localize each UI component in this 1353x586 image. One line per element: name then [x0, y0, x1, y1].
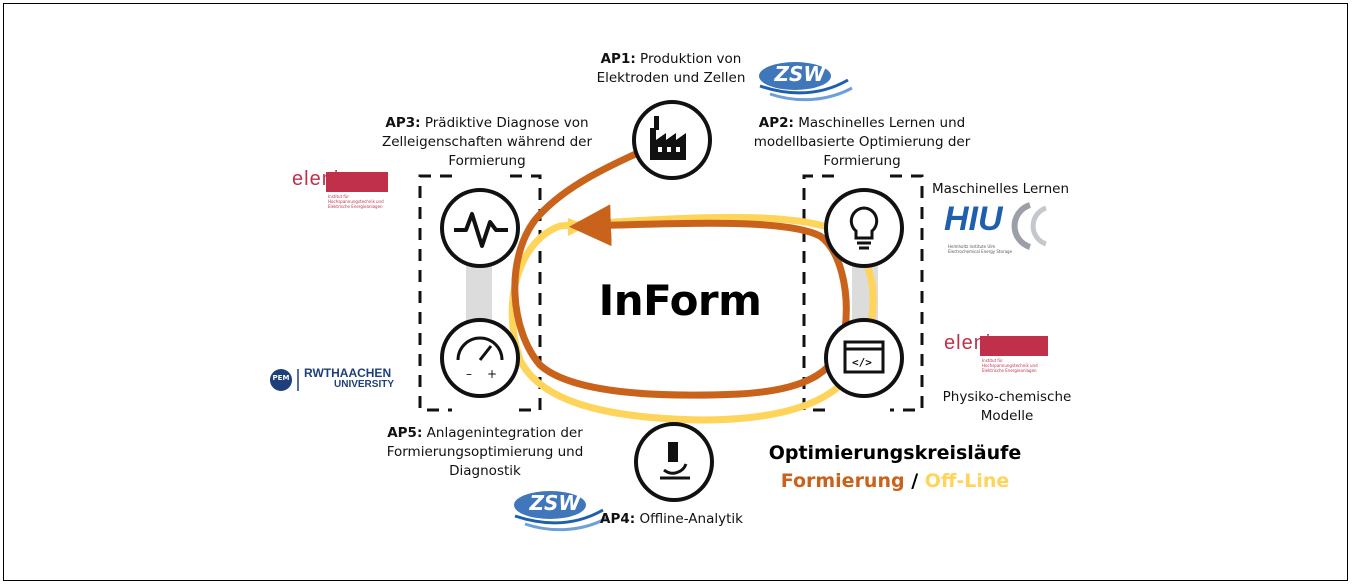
legend-offline: Off-Line [924, 470, 1010, 492]
elenia-left-sub: Institut für Hochspannungstechnik und El… [328, 194, 384, 209]
phys-label-line1: Physiko-chemische [942, 389, 1072, 405]
svg-text:</>: </> [852, 356, 872, 369]
ap2-text3: Formierung [823, 153, 901, 169]
rwth-logo-text: RWTHAACHEN UNIVERSITY [304, 367, 404, 390]
ap5-code: AP5: [387, 425, 423, 441]
ap3-text3: Formierung [448, 153, 526, 169]
gauge-icon: – + [440, 318, 520, 398]
right-dashed-bracket [802, 174, 924, 412]
ap4-text: Offline-Analytik [639, 511, 743, 527]
ap2-code: AP2: [758, 115, 794, 131]
ap2-label: AP2: Maschinelles Lernen und modellbasie… [742, 114, 982, 171]
phys-label: Physiko-chemische Modelle [932, 388, 1082, 426]
ap1-code: AP1: [600, 51, 636, 67]
elenia-logo-left [292, 170, 388, 194]
hiu-arcs [1011, 202, 1047, 250]
heartbeat-icon [440, 188, 520, 268]
ap5-label: AP5: Anlagenintegration der Formierungso… [360, 424, 610, 481]
elenia-logo-right [944, 334, 1048, 358]
ap2-text: Maschinelles Lernen und [798, 115, 966, 131]
ap3-text: Prädiktive Diagnose von [424, 115, 589, 131]
rwth-line2: UNIVERSITY [334, 379, 395, 390]
elenia-right-sub: Institut für Hochspannungstechnik und El… [982, 358, 1038, 373]
rwth-line1: RWTHAACHEN [304, 366, 392, 380]
phys-label-line2: Modelle [980, 408, 1034, 424]
zsw-logo-bottom [514, 491, 608, 532]
left-dashed-bracket [418, 174, 542, 412]
formierung-loop [511, 148, 850, 399]
factory-icon [632, 100, 712, 180]
zsw-logo-bottom-text: ZSW [529, 491, 581, 515]
ap1-label: AP1: Produktion von Elektroden und Zelle… [586, 50, 756, 88]
legend-title: Optimierungskreisläufe [768, 442, 1022, 464]
elenia-left-text: elenia [292, 168, 352, 190]
svg-text:–: – [466, 367, 472, 381]
ap4-code: AP4: [600, 511, 636, 527]
center-title: InForm [598, 276, 762, 325]
ap1-text: Produktion von [640, 51, 742, 67]
zsw-logo-top [759, 62, 853, 102]
hiu-logo-text: HIU [944, 200, 1003, 238]
legend-subtitle: Formierung / Off-Line [735, 468, 1055, 494]
elenia-right-text: elenia [944, 332, 1004, 354]
ap3-code: AP3: [385, 115, 421, 131]
ap3-label: AP3: Prädiktive Diagnose von Zelleigensc… [362, 114, 612, 171]
code-window-icon: </> [824, 318, 904, 398]
ap4-label: AP4: Offline-Analytik [600, 510, 770, 529]
legend-separator: / [911, 470, 919, 492]
legend-formierung: Formierung [780, 470, 905, 492]
ap5-text2: Formierungsoptimierung und [386, 444, 584, 460]
ap2-text2: modellbasierte Optimierung der [753, 134, 971, 150]
zsw-logo-top-text: ZSW [774, 62, 826, 86]
microscope-icon [634, 422, 714, 502]
diagram-frame [3, 3, 1348, 581]
ap5-text3: Diagnostik [449, 463, 521, 479]
lightbulb-icon [824, 188, 904, 268]
ap3-text2: Zelleigenschaften während der [381, 134, 593, 150]
ap1-text2: Elektroden und Zellen [596, 70, 746, 86]
ap5-text: Anlagenintegration der [426, 425, 583, 441]
hiu-logo-sub: Helmholtz Institute Ulm Electrochemical … [948, 244, 1013, 254]
pem-logo-text: PEM [272, 374, 290, 382]
pem-logo [270, 369, 292, 391]
svg-text:+: + [487, 367, 497, 381]
ml-label: Maschinelles Lernen [932, 181, 1069, 197]
